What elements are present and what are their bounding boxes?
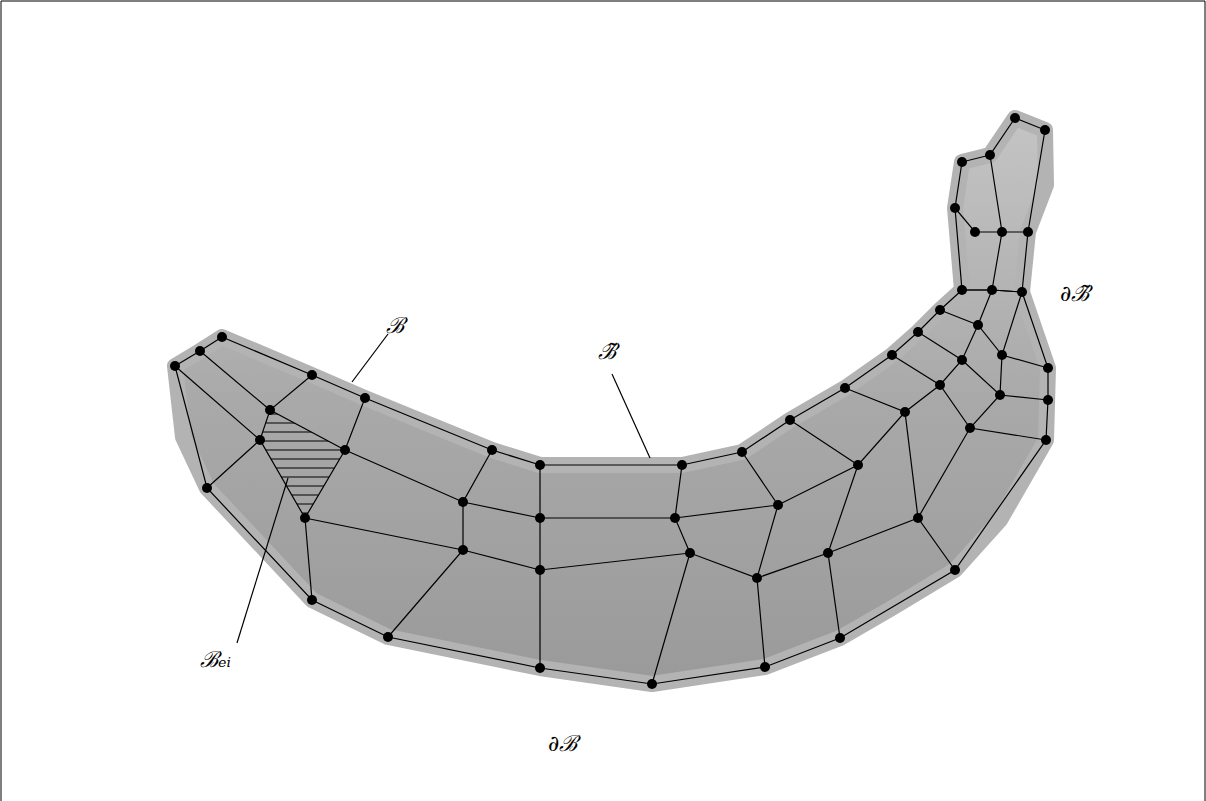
mesh-nodes xyxy=(170,113,1053,689)
mesh-node xyxy=(217,332,227,342)
mesh-node xyxy=(307,595,317,605)
mesh-line xyxy=(175,292,1048,684)
mesh-node xyxy=(785,415,795,425)
mesh-node xyxy=(535,513,545,523)
mesh-line xyxy=(200,290,992,518)
region-label: ℬ xyxy=(386,314,404,338)
mesh-node xyxy=(202,483,212,493)
mesh-line xyxy=(222,290,962,465)
mesh-line xyxy=(955,208,1028,232)
mesh-node xyxy=(170,361,180,371)
mesh-node xyxy=(647,679,657,689)
mesh-node xyxy=(307,370,317,380)
mesh-node xyxy=(950,203,960,213)
mesh-node xyxy=(957,285,967,295)
mesh-node xyxy=(487,445,497,455)
boundary-label: ∂ℬ xyxy=(548,732,577,756)
mesh-node xyxy=(1010,113,1020,123)
mesh-node xyxy=(760,662,770,672)
leader-lines xyxy=(237,334,650,643)
element-label: ℬₑᵢ xyxy=(200,648,231,672)
mesh-node xyxy=(458,497,468,507)
mesh-node xyxy=(900,407,910,417)
mesh-node xyxy=(535,460,545,470)
mesh-line xyxy=(940,310,1048,368)
mesh-node xyxy=(737,447,747,457)
mesh-node xyxy=(383,632,393,642)
mesh-node xyxy=(1040,125,1050,135)
mesh-node xyxy=(1023,227,1033,237)
mesh-line xyxy=(175,292,1022,578)
mesh-line xyxy=(388,450,492,637)
mesh-node xyxy=(685,548,695,558)
mesh-node xyxy=(1043,363,1053,373)
mesh-line xyxy=(790,420,858,638)
mesh-node xyxy=(970,227,980,237)
mesh-node xyxy=(987,285,997,295)
mesh-node xyxy=(985,150,995,160)
banana-body xyxy=(175,118,1048,684)
mesh-line xyxy=(918,332,1048,400)
element-hatch xyxy=(250,405,360,522)
mesh-node xyxy=(997,227,1007,237)
mesh-node xyxy=(670,513,680,523)
mesh-node xyxy=(840,383,850,393)
mesh-node xyxy=(752,573,762,583)
mesh-node xyxy=(853,460,863,470)
mesh-node xyxy=(195,346,205,356)
mesh-node xyxy=(950,565,960,575)
mesh-node xyxy=(1017,287,1027,297)
mesh-node xyxy=(957,157,967,167)
mesh-line xyxy=(1022,130,1045,292)
mesh-node xyxy=(360,393,370,403)
mesh-node xyxy=(997,350,1007,360)
mesh-node xyxy=(965,423,975,433)
mesh-line xyxy=(742,452,778,667)
mesh-node xyxy=(458,545,468,555)
mesh-node xyxy=(265,405,275,415)
mesh-node xyxy=(913,513,923,523)
mesh-line xyxy=(990,118,1015,290)
boundary-label: ∂ℬ̃ xyxy=(1060,282,1089,306)
mesh-node xyxy=(935,305,945,315)
mesh-line xyxy=(955,162,962,290)
mesh-node xyxy=(913,327,923,337)
mesh-node xyxy=(935,380,945,390)
frame xyxy=(1205,1,1206,801)
mesh-node xyxy=(957,355,967,365)
mesh-node xyxy=(973,320,983,330)
mesh-line xyxy=(175,337,222,366)
mesh-node xyxy=(535,663,545,673)
mesh-node xyxy=(835,633,845,643)
mesh-line xyxy=(305,398,365,600)
mesh-node xyxy=(1043,395,1053,405)
mesh-node xyxy=(887,350,897,360)
mesh-node xyxy=(677,460,687,470)
mesh-node xyxy=(300,513,310,523)
region-label: ℬ̃ xyxy=(598,340,616,364)
mesh-node xyxy=(255,435,265,445)
mesh-node xyxy=(823,548,833,558)
mesh-node xyxy=(1041,435,1051,445)
mesh-node xyxy=(340,445,350,455)
frame xyxy=(1,1,2,801)
mesh-node xyxy=(535,565,545,575)
mesh-lines xyxy=(175,118,1048,684)
mesh-node xyxy=(995,390,1005,400)
mesh-line xyxy=(652,465,690,684)
mesh-line xyxy=(845,388,955,570)
mesh-node xyxy=(773,500,783,510)
frame xyxy=(1,1,1205,2)
